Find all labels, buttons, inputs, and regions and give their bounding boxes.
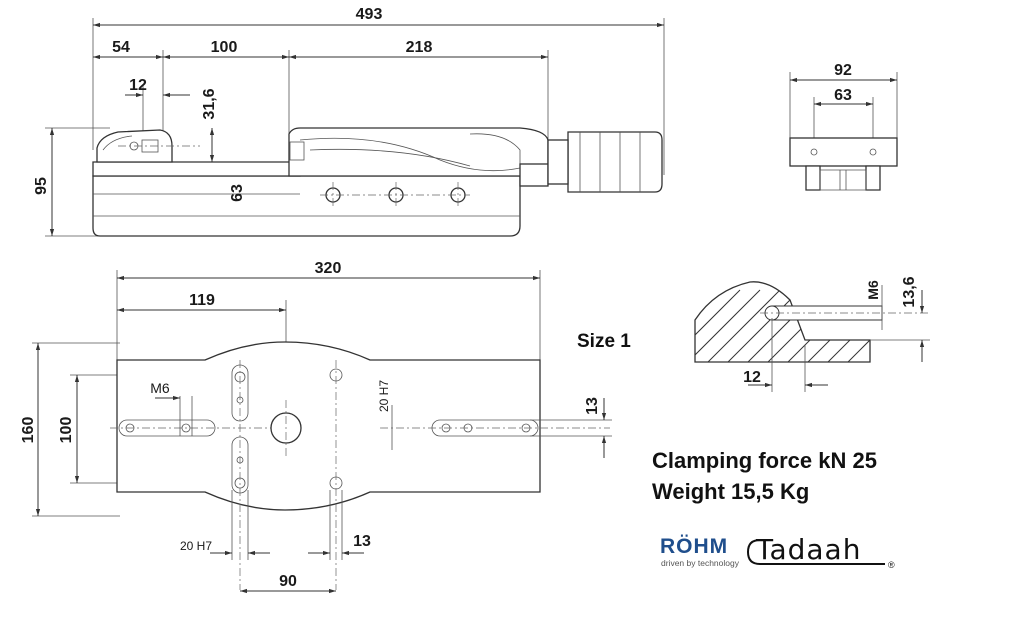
size-label: Size 1 — [577, 331, 631, 352]
tadaah-logo: Tadaah ® — [746, 533, 895, 570]
dim-overall-length: 493 — [356, 6, 383, 23]
dim-base-width: 160 — [20, 417, 37, 444]
dim-center-distance: 119 — [189, 292, 215, 309]
side-view: 493 54 100 218 12 31,6 95 63 — [33, 6, 665, 237]
tadaah-logo-name: Tadaah — [755, 533, 861, 566]
dim-jaw-width: 100 — [211, 39, 238, 56]
dim-overall-height: 95 — [33, 177, 50, 195]
rohm-logo: RÖHM driven by technology — [660, 535, 740, 568]
rohm-logo-name: RÖHM — [660, 535, 728, 558]
plan-view: 320 119 M6 160 100 20 H7 13 20 H7 13 90 — [20, 260, 612, 594]
tadaah-registered-mark: ® — [888, 560, 895, 570]
dim-bore-fit-vertical: 20 H7 — [377, 380, 391, 412]
dim-screw-offset: 12 — [129, 77, 147, 94]
dim-detail-depth: 12 — [743, 369, 761, 386]
dim-base-length: 320 — [315, 260, 342, 277]
rohm-logo-tagline: driven by technology — [661, 558, 740, 568]
dim-slot-width-right: 13 — [584, 397, 601, 415]
weight-text: Weight 15,5 Kg — [652, 479, 809, 504]
detail-view: M6 13,6 12 — [694, 276, 930, 392]
dim-slot-width-bottom: 13 — [353, 533, 371, 550]
dim-offset-front: 54 — [112, 39, 130, 56]
end-view: 92 63 — [789, 62, 898, 191]
dim-thread-plan: M6 — [150, 380, 170, 396]
dim-spindle-length: 218 — [406, 39, 433, 56]
dim-hole-spacing-horizontal: 90 — [279, 573, 297, 590]
dim-end-width: 92 — [834, 62, 852, 79]
dim-end-hole-spacing: 63 — [834, 87, 852, 104]
clamping-force-text: Clamping force kN 25 — [652, 448, 877, 473]
dim-detail-height: 13,6 — [901, 276, 918, 307]
dim-hole-spacing-vertical: 100 — [58, 417, 75, 444]
dim-jaw-height: 31,6 — [201, 88, 218, 119]
dim-detail-thread: M6 — [865, 280, 881, 300]
dim-base-height: 63 — [229, 184, 246, 202]
dim-bore-fit-horizontal: 20 H7 — [180, 539, 212, 553]
